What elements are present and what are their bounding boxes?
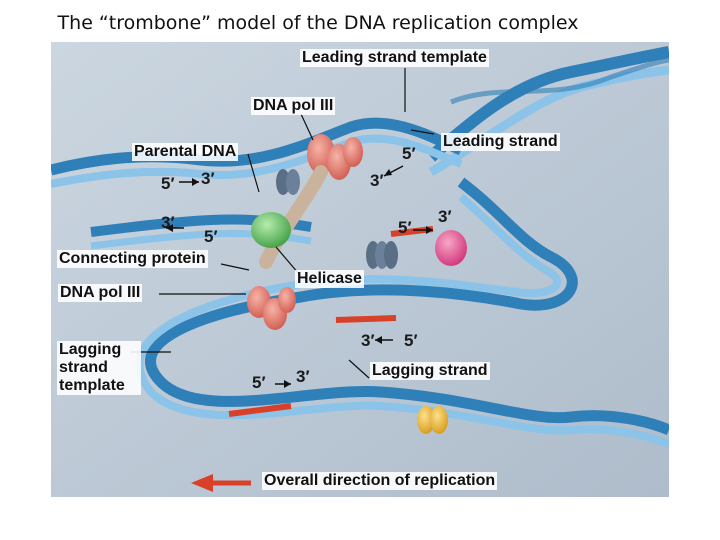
end-label-5prime-a: 5′ (161, 174, 175, 193)
connecting-protein-shape (251, 165, 328, 269)
leader-helicase (275, 246, 300, 275)
figure-title: The “trombone” model of the DNA replicat… (57, 12, 579, 34)
primase (435, 230, 467, 266)
leader-parental-dna (247, 153, 260, 193)
leader-leading-strand (410, 129, 435, 135)
label-helicase: Helicase (295, 270, 364, 288)
end-label-5prime-e: 5′ (404, 331, 418, 350)
label-dna-pol-top-text: DNA pol III (253, 97, 334, 114)
label-dna-pol-top: DNA pol III (251, 97, 336, 115)
end-label-3prime-e: 3′ (361, 331, 375, 350)
okazaki-fragment-2 (228, 403, 292, 417)
strand-arrows (166, 165, 433, 388)
clamp-upper (276, 169, 300, 195)
sliding-clamp-lower (417, 406, 448, 434)
end-label-5prime-b: 5′ (204, 227, 218, 246)
dna-pol-iii-upper (307, 134, 363, 180)
label-dna-pol-bottom: DNA pol III (58, 284, 143, 302)
left-arrow-icon (191, 474, 251, 492)
leader-connecting-protein (220, 263, 250, 271)
helicase-complex (366, 241, 398, 269)
label-overall-direction: Overall direction of replication (262, 472, 498, 490)
upper-fork-arm (51, 117, 464, 188)
label-dna-pol-bottom-text: DNA pol III (60, 284, 141, 301)
replication-diagram (51, 42, 669, 497)
end-label-3prime-d: 3′ (438, 207, 452, 226)
end-label-3prime-a: 3′ (201, 169, 215, 188)
label-leading-strand: Leading strand (441, 133, 560, 151)
end-label-5prime-d: 5′ (398, 218, 412, 237)
end-label-3prime-c: 3′ (370, 171, 384, 190)
okazaki-fragment-1 (335, 315, 397, 323)
end-label-3prime-b: 3′ (161, 213, 175, 232)
label-lagging-strand: Lagging strand (370, 362, 490, 380)
leader-lagging-strand (348, 359, 370, 379)
end-label-5prime-c: 5′ (402, 144, 416, 163)
end-label-3prime-f: 3′ (296, 367, 310, 386)
label-connecting-protein: Connecting protein (57, 250, 208, 268)
dna-pol-iii-lower (247, 286, 296, 330)
diagram-panel (51, 42, 669, 497)
end-label-5prime-f: 5′ (252, 373, 266, 392)
leader-dna-pol-top (300, 113, 314, 141)
label-lagging-strand-template: Lagging strand template (57, 341, 141, 395)
label-parental-dna: Parental DNA (132, 143, 239, 161)
label-leading-strand-template: Leading strand template (300, 49, 489, 67)
